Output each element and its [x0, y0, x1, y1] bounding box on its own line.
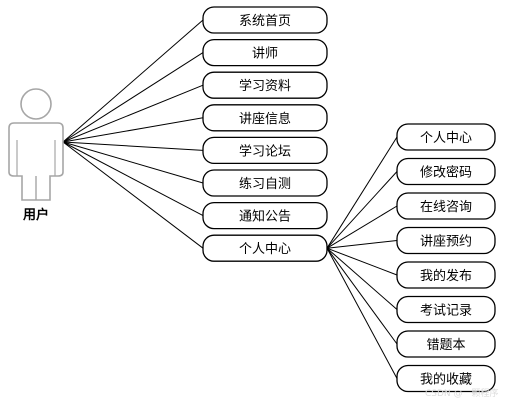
connector-lines — [62, 19, 398, 379]
sub-node-7-box — [396, 330, 496, 358]
actor-label: 用户 — [22, 207, 49, 223]
main-node-6: 练习自测 — [202, 169, 328, 197]
main-node-8-box — [202, 234, 328, 262]
edge-personal-center-to-1 — [326, 136, 398, 249]
sub-node-5-box — [396, 261, 496, 289]
main-node-7: 通知公告 — [202, 201, 328, 230]
sub-node-1: 个人中心 — [396, 123, 496, 151]
sub-node-3: 在线咨询 — [396, 192, 496, 220]
edge-personal-center-to-3 — [326, 205, 398, 249]
actor-body — [8, 122, 64, 201]
edge-personal-center-to-2 — [326, 171, 398, 249]
watermark: CSDN @一颗程序 — [425, 387, 499, 399]
sub-node-2-box — [396, 157, 496, 186]
main-node-6-box — [202, 169, 328, 197]
sub-node-8-box — [396, 364, 496, 393]
edge-personal-center-to-7 — [326, 247, 398, 345]
main-node-5-label: 学习论坛 — [239, 143, 291, 159]
main-node-8-label: 个人中心 — [239, 242, 291, 257]
edge-actor-to-1 — [62, 19, 204, 143]
sub-node-1-box — [396, 123, 496, 151]
edge-personal-center-to-4 — [326, 240, 398, 249]
sub-node-4: 讲座预约 — [396, 226, 496, 255]
sub-node-8-label: 我的收藏 — [420, 372, 472, 388]
edge-actor-to-8 — [62, 141, 204, 249]
sub-node-2: 修改密码 — [396, 157, 496, 186]
main-node-3-box — [202, 71, 328, 99]
sub-node-4-box — [396, 226, 496, 255]
main-node-7-label: 通知公告 — [239, 209, 291, 225]
sub-node-1-label: 个人中心 — [420, 131, 472, 146]
main-node-7-box — [202, 201, 328, 230]
sub-node-3-box — [396, 192, 496, 220]
sub-node-6-box — [396, 295, 496, 324]
sub-node-4-label: 讲座预约 — [420, 235, 472, 250]
main-node-2: 讲师 — [202, 38, 328, 67]
main-node-5: 学习论坛 — [202, 136, 328, 165]
main-node-4-label: 讲座信息 — [239, 111, 291, 127]
sub-node-8: 我的收藏 — [396, 364, 496, 393]
edge-actor-to-7 — [62, 141, 204, 217]
edge-actor-to-6 — [62, 141, 204, 184]
main-node-6-label: 练习自测 — [239, 177, 291, 192]
main-node-3: 学习资料 — [202, 71, 328, 99]
main-node-1: 系统首页 — [202, 6, 328, 34]
actor-figure — [8, 88, 64, 201]
main-node-2-box — [202, 38, 328, 67]
edge-actor-to-2 — [62, 52, 204, 143]
sub-node-5: 我的发布 — [396, 261, 496, 289]
edge-personal-center-to-6 — [326, 247, 398, 310]
edge-personal-center-to-8 — [326, 247, 398, 379]
main-node-1-label: 系统首页 — [239, 14, 291, 29]
sub-node-7-label: 错题本 — [426, 338, 465, 353]
actor-head — [20, 88, 52, 120]
sub-node-2-label: 修改密码 — [420, 165, 472, 181]
main-node-8: 个人中心 — [202, 234, 328, 262]
sub-node-5-label: 我的发布 — [420, 268, 472, 284]
edge-actor-to-5 — [62, 141, 204, 151]
main-node-5-box — [202, 136, 328, 165]
edge-actor-to-3 — [62, 84, 204, 143]
sub-node-6: 考试记录 — [396, 295, 496, 324]
main-node-3-label: 学习资料 — [239, 78, 291, 94]
edge-actor-to-4 — [62, 117, 204, 143]
sub-node-3-label: 在线咨询 — [420, 200, 472, 215]
main-node-2-label: 讲师 — [252, 47, 278, 62]
edge-personal-center-to-5 — [326, 247, 398, 276]
main-node-1-box — [202, 6, 328, 34]
sub-node-7: 错题本 — [396, 330, 496, 358]
sub-node-6-label: 考试记录 — [420, 304, 472, 319]
main-node-4: 讲座信息 — [202, 104, 328, 132]
main-node-4-box — [202, 104, 328, 132]
